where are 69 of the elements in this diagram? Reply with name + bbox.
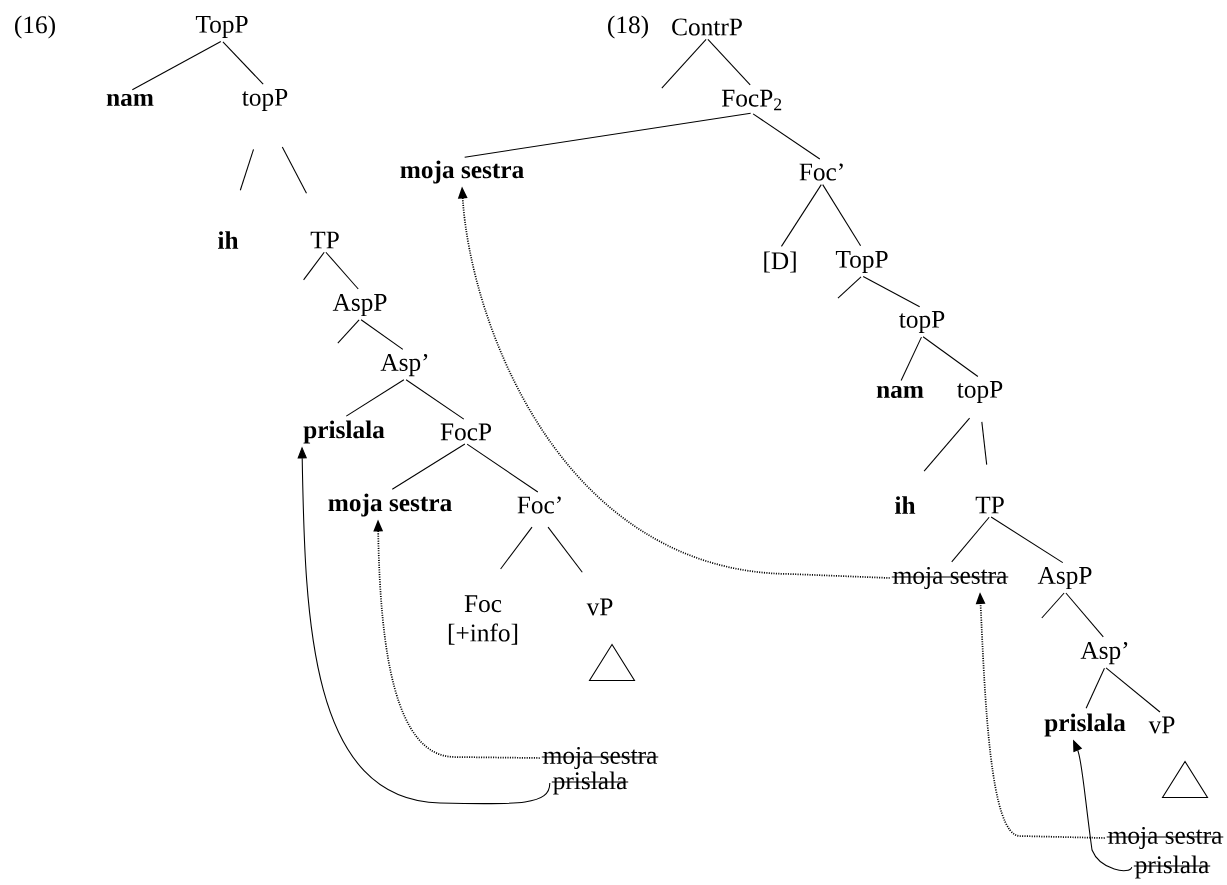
branch-line [405,379,465,420]
bold-word: prislala [1044,713,1126,737]
branch-line [990,516,1064,564]
struck-word: moja sestra [891,566,1009,590]
branch-line [281,146,307,194]
category-label: vP [1148,716,1175,734]
branch-line [752,113,821,160]
branch-line [1041,592,1065,619]
branch-line [547,526,583,573]
category-label: Foc [+info] [448,595,518,645]
branch-line [337,319,360,344]
struck-word: prislala [551,771,629,795]
branch-line [345,379,405,417]
category-label: FocP [440,423,492,441]
struck-word: prislala [1133,855,1211,879]
category-label: TP [975,496,1004,514]
branch-line [923,417,971,472]
branch-line [1105,667,1161,713]
category-label: topP [899,311,945,333]
branch-line [862,276,921,308]
bold-word: moja sestra [400,160,524,184]
branch-line [981,421,988,466]
branch-line [951,516,990,563]
category-label: topP [242,89,288,111]
triangle-symbol [588,643,636,681]
category-label: Foc’ [517,496,561,514]
category-label: TP [310,231,339,249]
branch-line [822,184,862,247]
branch-line [780,184,822,247]
branch-line [900,336,922,382]
branch-line [922,336,979,378]
bold-word: nam [106,93,154,107]
branch-line [325,251,359,290]
category-label: TopP [195,16,248,38]
bold-word: ih [218,231,239,249]
branch-line [391,443,466,490]
category-label: vP [586,598,613,616]
branch-line [707,38,751,86]
struck-word: moja sestra [541,746,659,770]
bold-word: prislala [303,420,385,444]
example-number: (18) [608,15,648,39]
category-label: ContrP [672,18,742,36]
branch-line [222,41,264,85]
triangle-symbol [1161,760,1209,798]
category-label: AspP [1037,566,1092,590]
bold-word: moja sestra [328,493,452,517]
branch-line [1085,667,1105,709]
category-label: Foc’ [799,163,843,181]
category-label: topP [957,381,1003,403]
category-label: AspP [332,293,387,317]
branch-line [464,112,752,158]
branch-line [303,251,325,281]
branch-line [131,41,222,91]
branch-line [360,319,404,350]
branch-line [1065,592,1104,638]
branch-line [466,443,539,493]
bold-word: nam [876,385,924,399]
branch-line [239,148,255,191]
category-label: [D] [764,251,796,273]
category-label: Asp’ [1080,641,1128,665]
category-label: TopP [835,251,888,273]
branch-line [837,276,862,299]
example-number: (16) [15,15,55,39]
category-label: Asp’ [380,353,428,377]
struck-word: moja sestra [1106,826,1224,850]
branch-line [661,38,707,89]
branch-line [500,526,533,570]
category-label: FocP$_{2}$ [721,89,782,111]
bold-word: ih [895,496,916,514]
